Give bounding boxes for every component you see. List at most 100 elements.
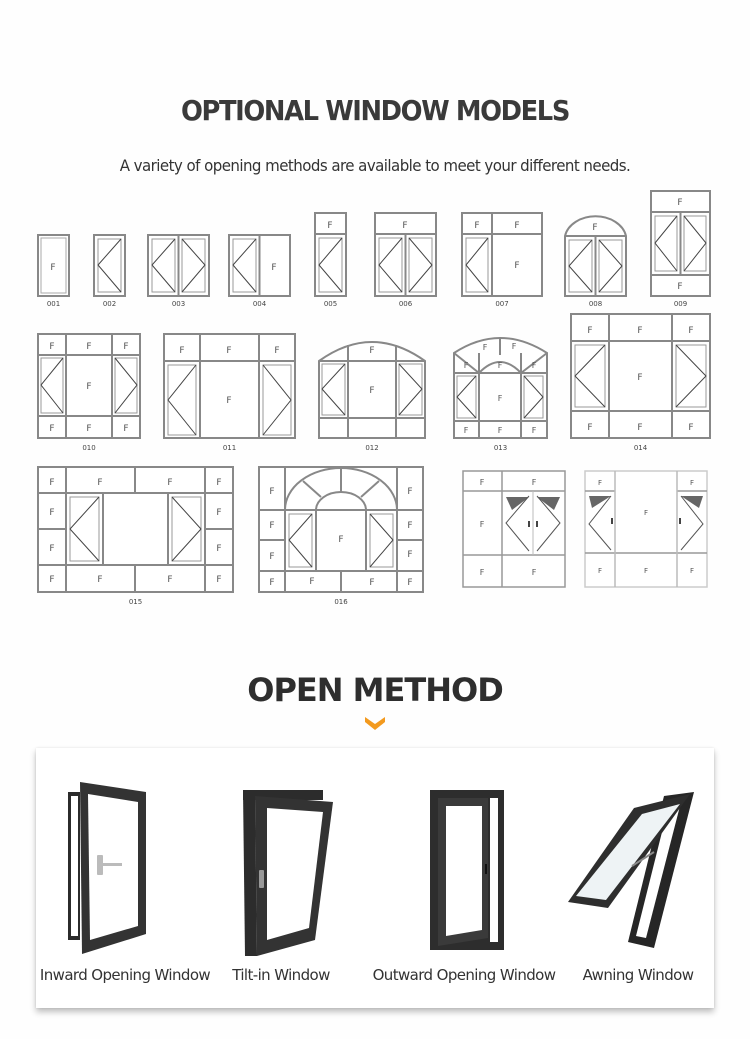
svg-text:F: F [483, 343, 488, 352]
svg-text:F: F [512, 342, 517, 351]
svg-text:F: F [587, 326, 592, 336]
svg-text:F: F [637, 373, 642, 383]
svg-text:F: F [216, 508, 221, 518]
svg-text:F: F [271, 263, 276, 273]
window-diagram-013[interactable]: F F F F F F F F F [453, 333, 548, 439]
model-code: 016 [334, 598, 348, 606]
window-diagram-012[interactable]: FF [318, 333, 426, 439]
svg-text:F: F [464, 361, 469, 370]
outward-opening-window-image[interactable] [430, 790, 506, 950]
svg-text:F: F [498, 426, 503, 435]
svg-text:F: F [480, 520, 485, 529]
model-code: 012 [365, 444, 379, 452]
open-method-label-outward: Outward Opening Window [372, 966, 556, 984]
model-code: 011 [222, 444, 237, 452]
svg-text:F: F [327, 221, 332, 231]
svg-text:F: F [637, 326, 642, 336]
model-code: 013 [493, 444, 508, 452]
svg-text:F: F [269, 552, 274, 562]
svg-text:F: F [338, 535, 343, 545]
window-diagram-004[interactable]: F [228, 234, 291, 297]
svg-text:F: F [309, 577, 314, 587]
window-diagram-003[interactable] [147, 234, 210, 297]
svg-text:F: F [97, 478, 102, 488]
model-code: 009 [673, 300, 688, 308]
svg-text:F: F [179, 346, 184, 356]
svg-text:F: F [86, 424, 91, 434]
svg-text:F: F [369, 578, 374, 588]
svg-text:F: F [49, 342, 54, 352]
svg-text:F: F [677, 198, 682, 208]
svg-text:F: F [587, 423, 592, 433]
svg-text:F: F [532, 568, 537, 577]
svg-text:F: F [274, 346, 279, 356]
svg-text:F: F [216, 575, 221, 585]
svg-text:F: F [532, 478, 537, 487]
svg-text:F: F [677, 282, 682, 292]
window-diagram-006[interactable]: F [374, 212, 437, 297]
svg-text:F: F [688, 326, 693, 336]
window-diagram-001[interactable]: F [37, 234, 70, 297]
model-code: 014 [633, 444, 648, 452]
svg-text:F: F [407, 578, 412, 588]
svg-text:F: F [269, 578, 274, 588]
svg-text:F: F [532, 361, 537, 370]
svg-text:F: F [690, 567, 694, 575]
svg-text:F: F [480, 478, 485, 487]
model-code: 006 [398, 300, 413, 308]
svg-text:F: F [690, 479, 694, 487]
svg-text:F: F [532, 426, 537, 435]
svg-text:F: F [498, 361, 503, 370]
section-title-window-models: OPTIONAL WINDOW MODELS [180, 94, 570, 127]
open-method-label-awning: Awning Window [582, 966, 694, 984]
svg-text:F: F [49, 508, 54, 518]
svg-text:F: F [50, 263, 55, 273]
model-code: 004 [252, 300, 267, 308]
window-diagram-005[interactable]: F [314, 212, 347, 297]
window-diagram-008[interactable]: F [564, 212, 627, 297]
svg-text:F: F [498, 394, 503, 403]
svg-text:F: F [216, 544, 221, 554]
svg-text:F: F [269, 487, 274, 497]
svg-text:F: F [167, 575, 172, 585]
model-code: 008 [588, 300, 603, 308]
window-diagram-sliding-double[interactable]: F F F F F [462, 470, 566, 588]
window-diagram-016[interactable]: F F F F F F F F F F F [258, 466, 424, 593]
svg-text:F: F [644, 509, 648, 517]
svg-text:F: F [598, 567, 602, 575]
inward-opening-window-image[interactable] [66, 780, 150, 958]
svg-text:F: F [637, 423, 642, 433]
model-code: 005 [323, 300, 338, 308]
svg-text:F: F [598, 479, 602, 487]
svg-text:F: F [369, 346, 374, 356]
svg-text:F: F [167, 478, 172, 488]
svg-text:F: F [407, 487, 412, 497]
window-diagram-002[interactable] [93, 234, 126, 297]
svg-text:F: F [226, 396, 231, 406]
section-subtitle: A variety of opening methods are availab… [119, 156, 631, 175]
window-diagram-009[interactable]: FF [650, 190, 711, 297]
svg-text:F: F [592, 223, 597, 233]
svg-text:F: F [97, 575, 102, 585]
svg-text:F: F [407, 550, 412, 560]
svg-text:F: F [514, 261, 519, 271]
svg-text:F: F [402, 221, 407, 231]
svg-text:F: F [464, 426, 469, 435]
svg-text:F: F [407, 521, 412, 531]
section-title-open-method: OPEN METHOD [247, 671, 504, 709]
tilt-in-window-image[interactable] [241, 790, 339, 960]
svg-text:F: F [480, 568, 485, 577]
open-method-label-tilt-in: Tilt-in Window [232, 966, 330, 984]
svg-text:F: F [269, 521, 274, 531]
svg-text:F: F [123, 342, 128, 352]
window-diagram-014[interactable]: F F F F F F F [570, 313, 711, 439]
svg-text:F: F [688, 423, 693, 433]
awning-window-image[interactable] [562, 790, 698, 950]
svg-text:F: F [216, 478, 221, 488]
model-code: 007 [495, 300, 509, 308]
